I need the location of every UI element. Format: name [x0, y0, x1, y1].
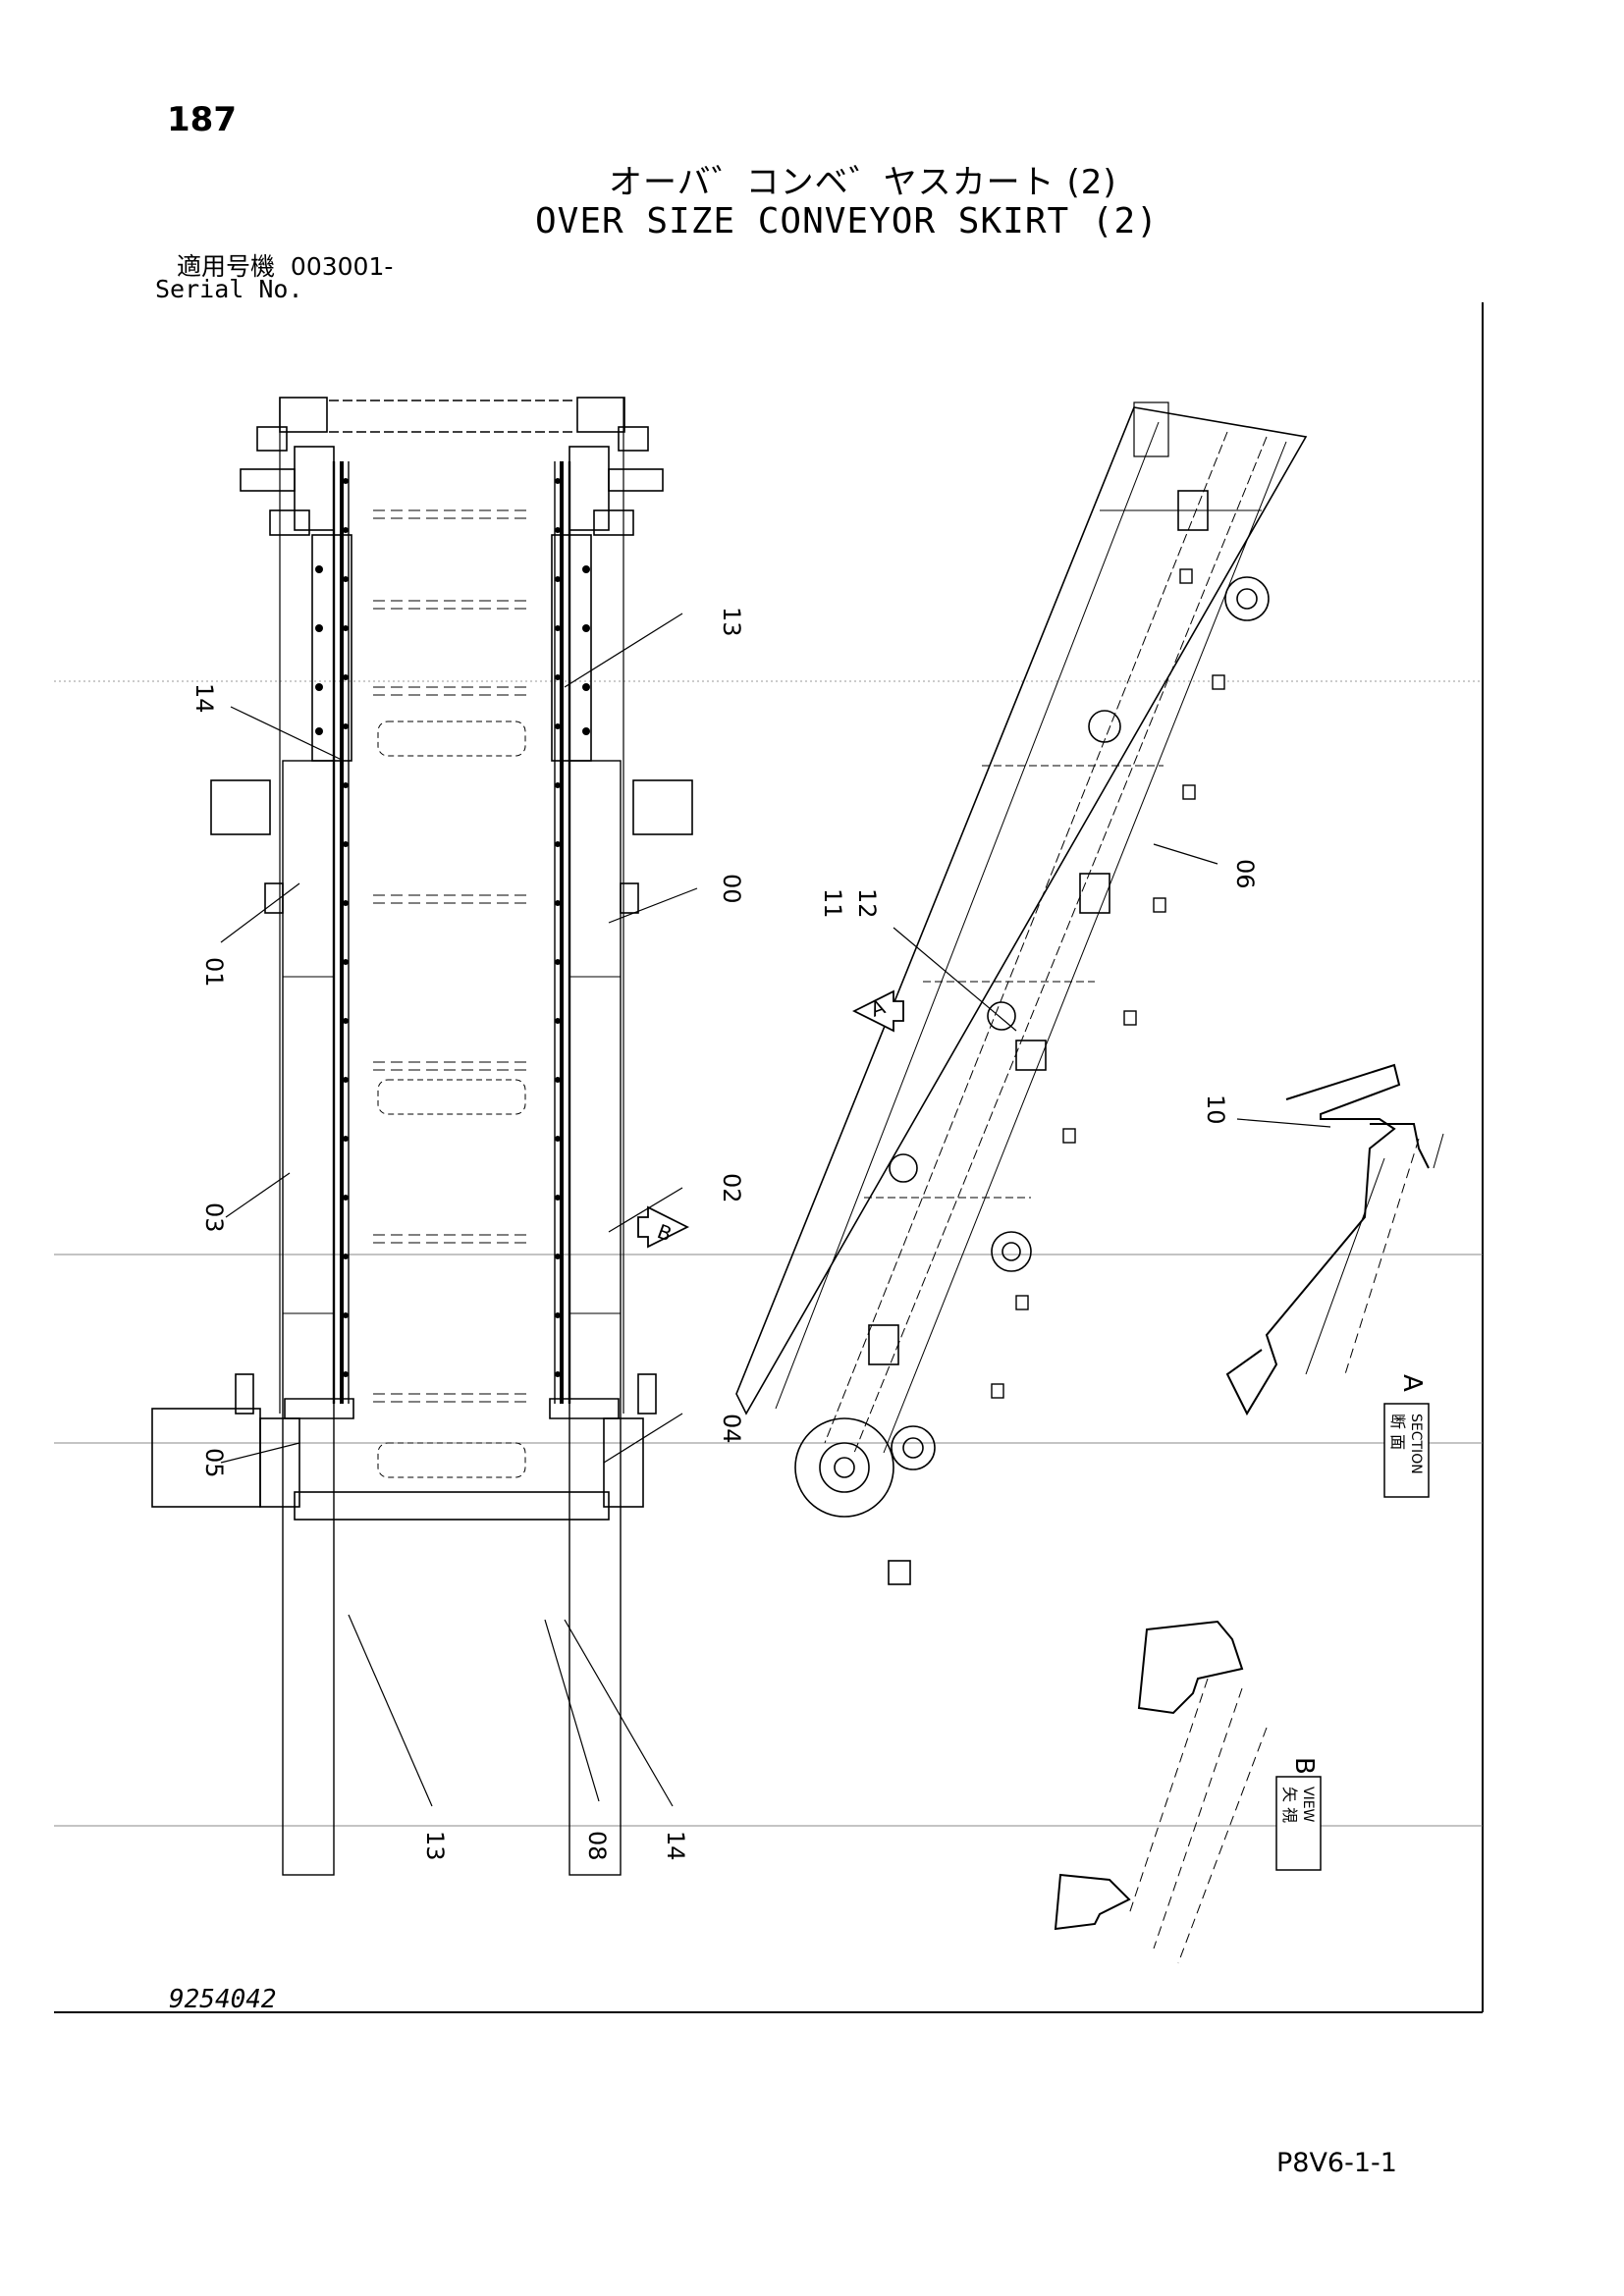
part-label-01: 01: [200, 957, 228, 988]
page-number: 187: [167, 100, 237, 139]
title-english: OVER SIZE CONVEYOR SKIRT (2): [535, 201, 1159, 241]
section-a-box: [1383, 1403, 1430, 1498]
page-code: P8V6-1-1: [1276, 2148, 1397, 2178]
part-label-14-top: 14: [190, 683, 218, 714]
belt-cleats: [373, 509, 530, 1403]
part-label-06: 06: [1231, 859, 1259, 889]
part-label-13-top: 13: [718, 607, 745, 637]
view-letter: B: [1289, 1757, 1319, 1775]
part-label-03: 03: [200, 1202, 228, 1233]
skirt-bolts: [315, 478, 590, 1377]
leader-lines: [220, 613, 1331, 1807]
view-label-en: VIEW: [1300, 1787, 1316, 1823]
arrow-b-marker: [637, 1205, 690, 1249]
side-view-fittings: [991, 568, 1225, 1399]
part-label-08: 08: [583, 1831, 611, 1861]
part-label-04: 04: [718, 1414, 745, 1444]
section-label-en: SECTION: [1408, 1414, 1424, 1474]
conveyor-side-view: [735, 401, 1308, 1585]
arrow-a-marker: [851, 989, 904, 1033]
part-label-13-bottom: 13: [421, 1831, 449, 1861]
part-label-14-bottom: 14: [662, 1831, 689, 1861]
view-arrow-markers: [637, 989, 904, 1249]
view-b-detail: [1054, 1620, 1268, 1964]
part-label-11: 11: [819, 888, 846, 919]
belt-rollers: [377, 721, 526, 1478]
view-b-box: [1275, 1776, 1322, 1871]
view-label-jp: 矢 視: [1280, 1787, 1299, 1823]
section-label-jp: 断 面: [1388, 1414, 1407, 1450]
serial-value: 003001-: [290, 252, 394, 281]
section-a-detail: [1225, 1063, 1444, 1416]
drawing-number: 9254042: [169, 1985, 277, 2014]
serial-label-jp-text: 適用号機: [177, 252, 276, 281]
part-label-10: 10: [1202, 1095, 1229, 1125]
title-japanese: オーバ゛コンベ゛ヤスカート (2): [609, 163, 1117, 202]
part-label-02: 02: [718, 1173, 745, 1203]
drawing-frame: [54, 302, 1484, 2013]
part-label-05: 05: [200, 1448, 228, 1478]
section-letter: A: [1397, 1374, 1427, 1392]
part-label-00: 00: [718, 874, 745, 904]
part-label-12: 12: [853, 888, 881, 919]
serial-label-japanese: 適用号機 003001-: [177, 247, 393, 283]
conveyor-top-view: [151, 397, 693, 1876]
serial-label-english: Serial No.: [155, 275, 303, 303]
